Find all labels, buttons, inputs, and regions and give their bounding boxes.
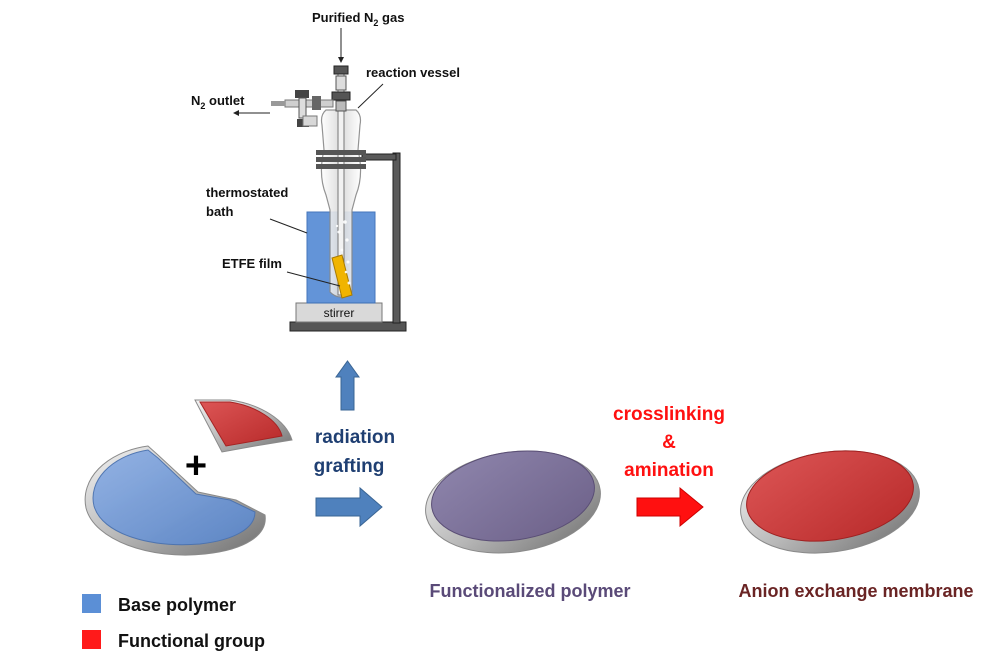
stand-clamp-arm — [361, 153, 397, 161]
arrow-crosslinking-amination — [636, 486, 704, 528]
legend-label-base-polymer: Base polymer — [118, 595, 236, 615]
anion-exchange-membrane-disc — [740, 450, 920, 554]
film-label: ETFE film — [222, 256, 341, 287]
bath-label: thermostated bath — [206, 185, 308, 234]
gas-bubbles — [335, 220, 351, 285]
svg-text:N2 outlet: N2 outlet — [191, 93, 245, 111]
svg-text:bath: bath — [206, 204, 234, 219]
svg-text:thermostated: thermostated — [206, 185, 288, 200]
vessel-label: reaction vessel — [357, 65, 460, 109]
outlet-stopcock — [271, 90, 334, 127]
step2-label-line1: crosslinking — [613, 404, 725, 425]
legend: Base polymer Functional group — [82, 594, 265, 651]
legend-swatch-base-polymer — [82, 594, 101, 613]
legend-label-functional-group: Functional group — [118, 631, 265, 651]
stand-pole — [392, 152, 401, 324]
step1-label-line1: radiation — [315, 427, 395, 448]
gas-inlet-label: Purified N2 gas — [312, 10, 404, 63]
reaction-apparatus: stirrer — [191, 10, 460, 332]
svg-text:ETFE film: ETFE film — [222, 256, 282, 271]
etfe-film — [331, 254, 353, 299]
base-polymer-disc — [84, 445, 266, 556]
svg-text:reaction vessel: reaction vessel — [366, 65, 460, 80]
gas-inlet-valve — [331, 65, 351, 112]
vessel-clamp — [316, 150, 366, 169]
svg-text:Purified N2 gas: Purified N2 gas — [312, 10, 404, 28]
legend-swatch-functional-group — [82, 630, 101, 649]
functional-group-piece — [194, 399, 293, 453]
plus-sign: + — [185, 445, 207, 487]
outlet-label: N2 outlet — [191, 93, 270, 116]
arrow-up-to-apparatus — [335, 360, 360, 411]
functionalized-polymer-disc — [425, 450, 601, 554]
arrow-radiation-grafting — [315, 486, 383, 528]
functionalized-polymer-caption: Functionalized polymer — [429, 581, 630, 601]
stand-base — [289, 321, 407, 332]
anion-exchange-membrane-caption: Anion exchange membrane — [738, 581, 973, 601]
stirrer-label: stirrer — [324, 306, 355, 320]
step2-label-line2: & — [662, 432, 676, 453]
step1-label-line2: grafting — [314, 456, 385, 477]
step2-label-line3: amination — [624, 460, 714, 481]
